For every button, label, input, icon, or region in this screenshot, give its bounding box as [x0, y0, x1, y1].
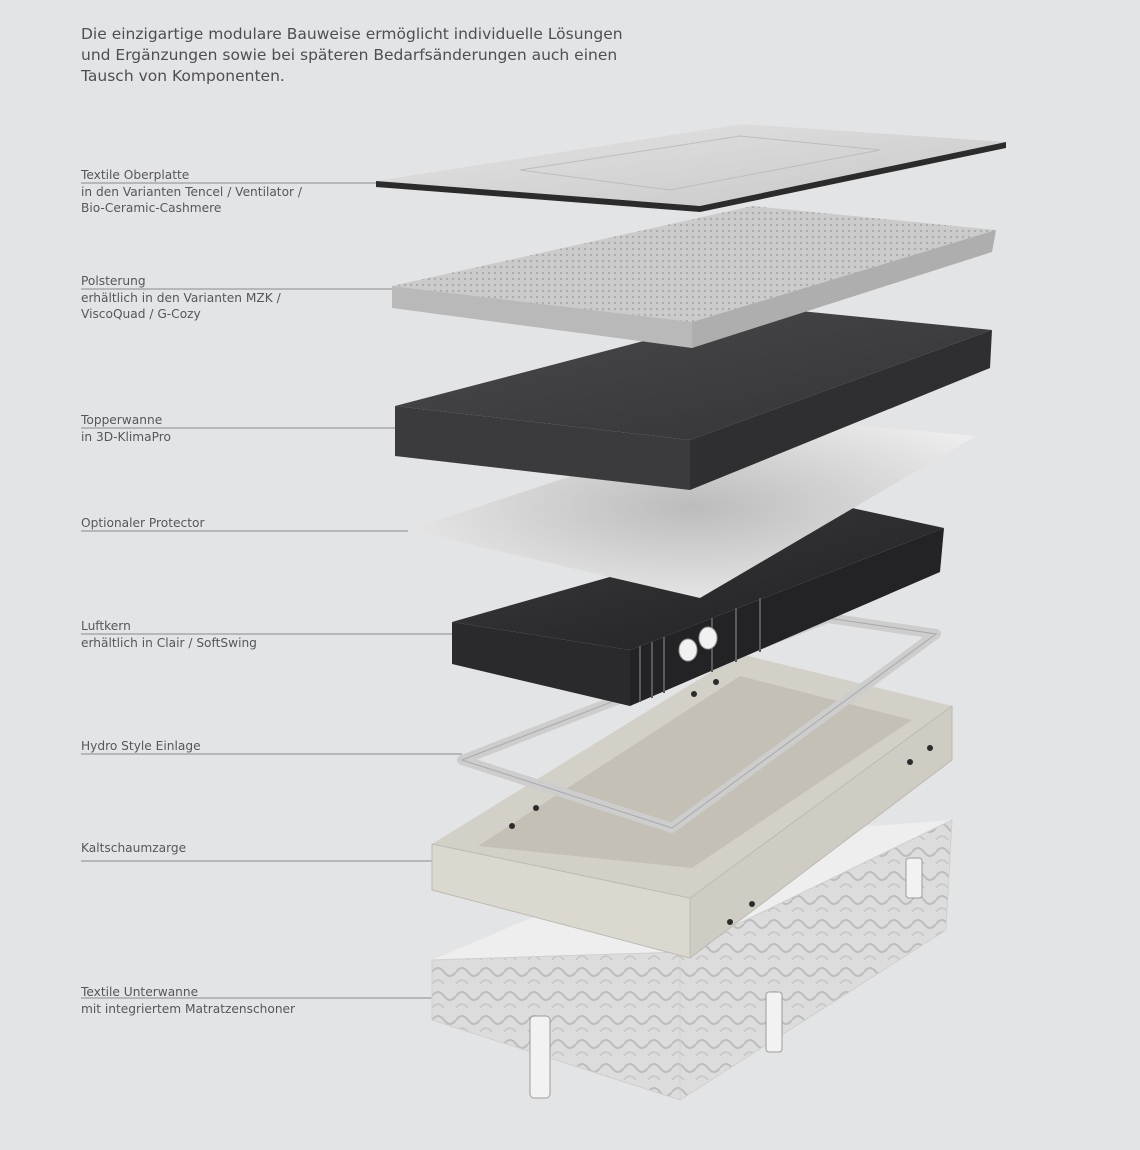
intro-line-2: und Ergänzungen sowie bei späteren Bedar… [81, 46, 618, 64]
label-desc-line: Bio-Ceramic-Cashmere [81, 201, 222, 215]
label-title: Hydro Style Einlage [81, 739, 201, 753]
leader-lines [81, 182, 462, 999]
label-kaltschaumzarge: Kaltschaumzarge [81, 840, 186, 857]
intro-line-3: Tausch von Komponenten. [81, 67, 285, 85]
label-luftkern: Luftkern erhältlich in Clair / SoftSwing [81, 618, 257, 651]
intro-line-1: Die einzigartige modulare Bauweise ermög… [81, 25, 623, 43]
label-title: Textile Unterwanne [81, 985, 199, 999]
label-desc-line: in den Varianten Tencel / Ventilator / [81, 184, 303, 199]
label-title: Topperwanne [81, 413, 163, 427]
label-hydro-style-einlage: Hydro Style Einlage [81, 738, 201, 755]
layer-kaltschaumzarge [431, 654, 953, 960]
label-title: Textile Oberplatte [81, 168, 190, 182]
label-desc-line: mit integriertem Matratzenschoner [81, 1001, 296, 1016]
label-desc-line: in 3D-KlimaPro [81, 429, 171, 444]
label-title: Optionaler Protector [81, 516, 205, 530]
layer-polsterung [392, 206, 996, 348]
label-title: Luftkern [81, 619, 131, 633]
layer-optionaler-protector [408, 416, 976, 598]
label-polsterung: Polsterung erhältlich in den Varianten M… [81, 273, 281, 323]
label-title: Polsterung [81, 274, 146, 288]
layer-topperwanne [395, 308, 992, 490]
label-title: Kaltschaumzarge [81, 841, 187, 855]
layer-textile-oberplatte [376, 124, 1006, 212]
label-desc-line: ViscoQuad / G-Cozy [81, 307, 201, 321]
label-optionaler-protector: Optionaler Protector [81, 515, 204, 532]
label-textile-oberplatte: Textile Oberplatte in den Varianten Tenc… [81, 167, 302, 217]
label-textile-unterwanne: Textile Unterwanne mit integriertem Matr… [81, 984, 295, 1017]
label-desc-line: erhältlich in den Varianten MZK / [81, 290, 281, 305]
intro-text: Die einzigartige modulare Bauweise ermög… [81, 24, 641, 87]
label-desc-line: erhältlich in Clair / SoftSwing [81, 635, 257, 650]
label-topperwanne: Topperwanne in 3D-KlimaPro [81, 412, 171, 445]
